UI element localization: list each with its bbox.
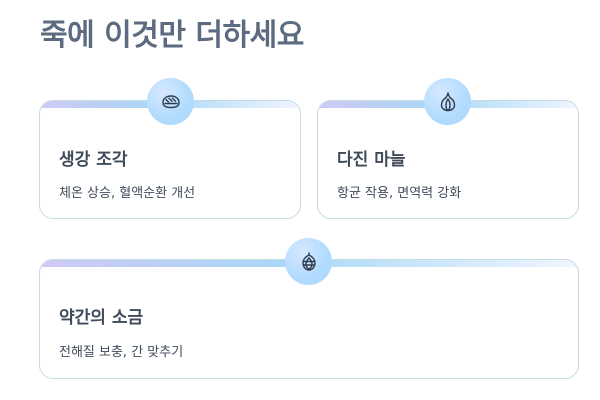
ginger-icon-badge [147,78,194,125]
garlic-icon-badge [424,78,471,125]
herb-icon [301,251,316,271]
herb-icon-badge [285,238,332,285]
page-title: 죽에 이것만 더하세요 [40,18,304,53]
card-description: 전해질 보충, 간 맞추기 [59,345,184,360]
ginger-icon [161,94,180,108]
card-title: 약간의 소금 [59,308,144,328]
garlic-icon [440,91,455,111]
card-description: 항균 작용, 면역력 강화 [337,186,462,201]
card-description: 체온 상승, 혈액순환 개선 [59,186,196,201]
card-title: 생강 조각 [59,150,128,170]
salt-card: 약간의 소금 전해질 보충, 간 맞추기 [39,259,579,379]
card-title: 다진 마늘 [337,150,406,170]
